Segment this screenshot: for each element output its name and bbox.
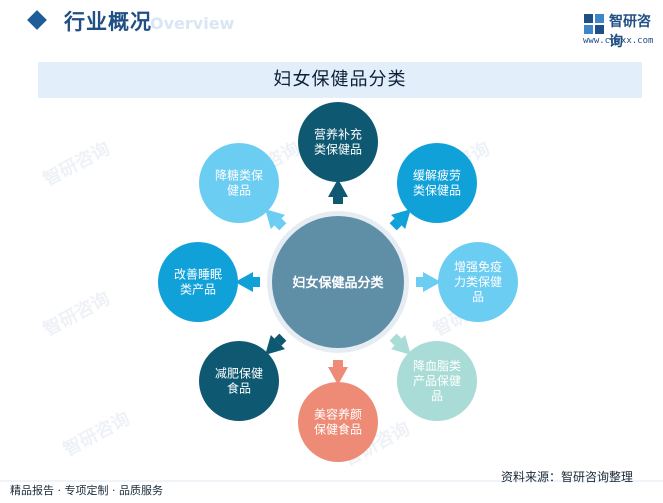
category-node-label: 品 (431, 389, 443, 403)
category-node-circle (199, 340, 280, 421)
category-node-circle (298, 382, 378, 462)
arrow-icon (328, 179, 348, 197)
category-node-label: 改善睡眠 (174, 267, 222, 282)
page-header: Overview 行业概况 智研咨询 www.chyxx.com (0, 0, 663, 50)
arrow-icon (265, 335, 285, 355)
arrow-icon (391, 209, 411, 229)
arrow-stem (333, 360, 343, 367)
arrow-icon (235, 272, 253, 292)
category-node-label: 降血脂类 (413, 358, 461, 373)
category-node-label: 缓解疲劳 (413, 168, 461, 183)
center-node (272, 216, 404, 348)
category-node-circle (396, 143, 477, 224)
category-node-circle (158, 242, 238, 322)
footer-divider (0, 480, 663, 482)
section-title: 行业概况 (64, 10, 152, 34)
arrow-icon (391, 335, 411, 355)
category-node-label: 保健食品 (314, 422, 362, 437)
arrow-stem (416, 277, 423, 287)
category-node-label: 降糖类保 (215, 168, 263, 183)
diagram-title-bar: 妇女保健品分类 (38, 62, 642, 98)
category-node-label: 食品 (227, 380, 251, 395)
category-node-circle (396, 340, 477, 421)
category-node-circle (199, 143, 280, 224)
category-node-label: 品 (472, 290, 484, 304)
arrow-icon (423, 272, 441, 292)
arrow-stem (389, 333, 402, 346)
arrow-stem (274, 333, 287, 346)
footer-slogan: 精品报告 · 专项定制 · 品质服务 (10, 484, 163, 497)
arrow-icon (328, 367, 348, 385)
category-node-label: 类保健品 (314, 143, 362, 157)
category-node-circle (298, 102, 378, 182)
arrow-stem (253, 277, 260, 287)
arrow-stem (274, 218, 287, 231)
brand-name: 智研咨询 (609, 14, 651, 50)
brand-url: www.chyxx.com (583, 36, 654, 46)
section-subtitle-ghost: Overview (150, 14, 235, 33)
category-node-label: 减肥保健 (215, 366, 263, 380)
category-node-label: 力类保健 (454, 275, 502, 289)
category-node-label: 类产品 (180, 283, 216, 297)
brand-logo-icon (584, 14, 604, 34)
arrow-stem (333, 197, 343, 204)
category-node-label: 营养补充 (314, 127, 362, 142)
arrow-icon (265, 209, 285, 229)
category-node-label: 类保健品 (413, 184, 461, 198)
source-note: 资料来源：智研咨询整理 (501, 470, 634, 484)
center-node-label: 妇女保健品分类 (291, 275, 384, 291)
category-node-label: 产品保健 (413, 374, 461, 388)
category-node-label: 增强免疫 (454, 259, 502, 274)
category-node-circle (438, 242, 518, 322)
category-node-label: 健品 (227, 184, 251, 198)
diagram-title: 妇女保健品分类 (273, 69, 407, 90)
arrow-stem (389, 218, 402, 231)
category-node-label: 美容养颜 (314, 407, 362, 422)
